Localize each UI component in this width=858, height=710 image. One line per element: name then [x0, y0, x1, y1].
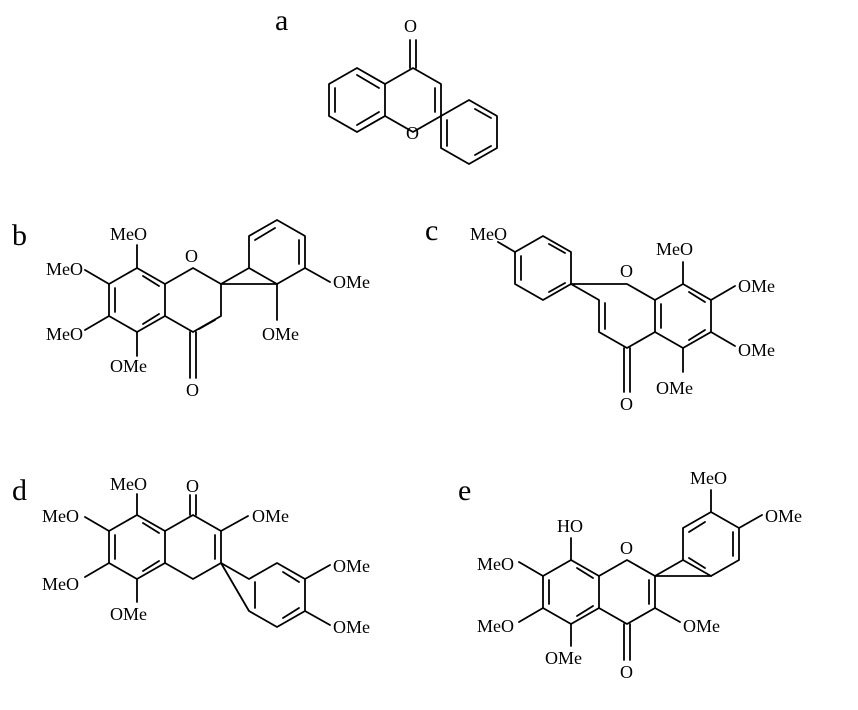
panel-c-label-7-ome: OMe: [738, 276, 775, 296]
panel-c-bonds: [497, 235, 736, 393]
panel-e-letter: e: [458, 474, 471, 507]
panel-a-label-ring-o: O: [406, 123, 419, 143]
panel-b-label-5-ome: OMe: [110, 356, 147, 376]
panel-c-label-ring-o: O: [620, 261, 633, 281]
panel-c-label-carbonyl-o: O: [620, 394, 633, 414]
panel-e-label-8-oh: HO: [557, 516, 583, 536]
panel-e-label-carbonyl-o: O: [620, 662, 633, 682]
panel-c-label-5-ome: OMe: [656, 378, 693, 398]
panel-b-bonds: [84, 219, 331, 379]
panel-b-letter: b: [12, 219, 27, 252]
panel-d-label-4p-ome: OMe: [333, 617, 370, 637]
panel-b-label-carbonyl-o: O: [186, 380, 199, 400]
panel-d-label-6-ome: MeO: [42, 574, 79, 594]
panel-b: b MeO MeO MeO OMe O O OMe OMe: [12, 219, 370, 400]
panel-e: e HO MeO MeO OMe O O OMe MeO OMe: [458, 468, 802, 682]
panel-c-letter: c: [425, 214, 438, 247]
panel-d-label-8-ome: MeO: [110, 474, 147, 494]
panel-d-label-5-ome: OMe: [110, 604, 147, 624]
panel-d-letter: d: [12, 474, 27, 507]
panel-a-letter: a: [275, 4, 288, 37]
panel-d-label-3p-ome: OMe: [333, 556, 370, 576]
panel-e-label-5-ome: OMe: [545, 648, 582, 668]
panel-d: d MeO MeO MeO OMe O OMe OMe OMe: [12, 474, 370, 637]
panel-b-label-2p-ome: OMe: [262, 324, 299, 344]
panel-c-label-4p-ome: MeO: [470, 224, 507, 244]
panel-b-label-ring-o: O: [185, 246, 198, 266]
panel-e-label-3-ome: OMe: [683, 616, 720, 636]
panel-c-label-6-ome: OMe: [738, 340, 775, 360]
panel-e-label-3p-ome: MeO: [690, 468, 727, 488]
panel-c: c MeO O O MeO OMe OMe OMe: [425, 214, 775, 414]
panel-a-bonds: [328, 39, 498, 165]
panel-b-label-3p-ome: OMe: [333, 272, 370, 292]
panel-d-label-7-ome: MeO: [42, 506, 79, 526]
panel-b-label-6-ome: MeO: [46, 324, 83, 344]
panel-d-label-2-ome: OMe: [252, 506, 289, 526]
panel-a: a O O: [275, 4, 498, 165]
panel-d-label-carbonyl-o: O: [186, 476, 199, 496]
panel-e-label-7-ome: MeO: [477, 554, 514, 574]
panel-d-bonds: [84, 493, 331, 628]
panel-a-label-carbonyl-o: O: [404, 16, 417, 36]
panel-e-label-6-ome: MeO: [477, 616, 514, 636]
panel-b-label-8-ome: MeO: [110, 224, 147, 244]
panel-e-bonds: [518, 489, 763, 661]
panel-c-label-8-ome: MeO: [656, 239, 693, 259]
panel-b-label-7-ome: MeO: [46, 259, 83, 279]
panel-e-label-ring-o: O: [620, 538, 633, 558]
panel-e-label-4p-ome: OMe: [765, 506, 802, 526]
